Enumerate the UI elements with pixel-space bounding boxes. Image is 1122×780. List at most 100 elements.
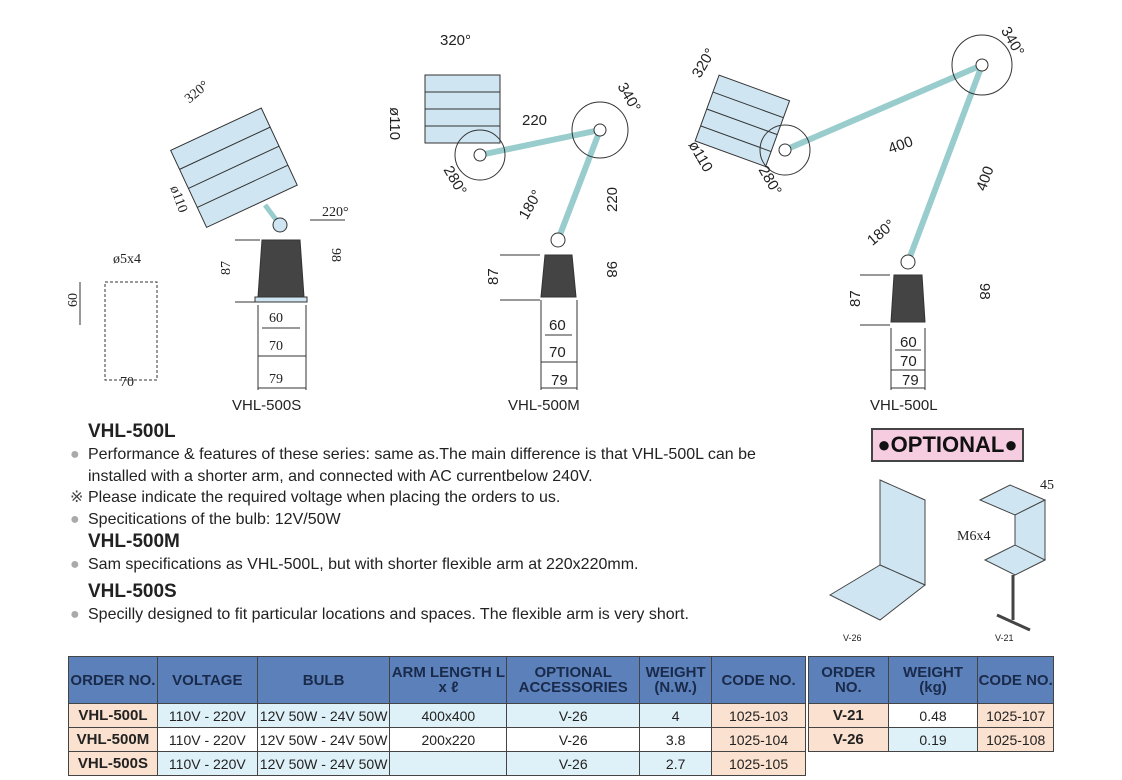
heading-vhl-500l: VHL-500L [88, 421, 176, 442]
l-width-79: 79 [902, 372, 919, 389]
cell-voltage: 110V - 220V [156, 727, 258, 752]
table-row: V-26 0.19 1025-108 [808, 727, 1054, 752]
col-weight: WEIGHT (kg) [887, 656, 979, 704]
col-optional-accessories: OPTIONAL ACCESSORIES [506, 656, 641, 704]
table-header-row: ORDER NO. WEIGHT (kg) CODE NO. [808, 656, 1054, 704]
col-order-no: ORDER NO. [68, 656, 158, 704]
v26-bracket-drawing [828, 479, 926, 621]
v21-clamp-drawing [978, 484, 1047, 632]
bullet-icon: ● [70, 446, 80, 463]
table-row: VHL-500L 110V - 220V 12V 50W - 24V 50W 4… [68, 703, 806, 728]
col-code-no: CODE NO. [711, 656, 806, 704]
cell-arm-length [389, 751, 508, 776]
m-arm2-label: 220 [604, 187, 621, 212]
note-icon: ※ [70, 489, 84, 506]
cell-order-no: V-26 [808, 727, 889, 752]
s-width-60: 60 [269, 311, 283, 326]
vhl-500s-drawing [170, 107, 345, 390]
m-rotation-label: 320° [440, 32, 471, 49]
cell-order-no: V-21 [808, 703, 889, 728]
table-row: V-21 0.48 1025-107 [808, 703, 1054, 728]
m-diameter-label: ø110 [386, 107, 403, 140]
cell-code-no: 1025-103 [711, 703, 806, 728]
cell-weight: 0.19 [887, 727, 979, 752]
l-angle-340: 340° [997, 24, 1027, 59]
l-height-98: 98 [976, 283, 993, 300]
s-height-87: 87 [219, 261, 234, 275]
heading-vhl-500s: VHL-500S [88, 580, 177, 602]
s-diameter-label: ø110 [166, 184, 189, 215]
cell-weight: 3.8 [639, 727, 713, 752]
cell-accessories: V-26 [506, 703, 641, 728]
m-arm1-label: 220 [522, 112, 547, 129]
l-rotation-label: 320° [689, 46, 719, 81]
cell-voltage: 110V - 220V [156, 703, 258, 728]
desc-paragraph: ● Specitications of the bulb: 12V/50W [70, 509, 810, 531]
vhl-500l-drawing [694, 34, 1013, 390]
desc-text: Please indicate the required voltage whe… [88, 489, 561, 506]
description: VHL-500L ● Performance & features of thes… [70, 420, 810, 625]
v26-label: V-26 [843, 633, 862, 643]
bullet-icon: ● [70, 605, 80, 623]
table-row: VHL-500M 110V - 220V 12V 50W - 24V 50W 2… [68, 727, 806, 752]
cell-weight: 0.48 [887, 703, 979, 728]
l-arm1-label: 400 [886, 133, 915, 158]
s-width-79: 79 [269, 372, 283, 387]
vhl-500m-drawing [424, 74, 629, 390]
accessory-drawings: 45 M6x4 V-26 V-21 [828, 478, 1054, 643]
bullet-icon: ● [70, 510, 80, 528]
cell-order-no: VHL-500L [68, 703, 158, 728]
cell-accessories: V-26 [506, 751, 641, 776]
table-header-row: ORDER NO. VOLTAGE BULB ARM LENGTH L x ℓ … [68, 656, 806, 704]
table-row: VHL-500S 110V - 220V 12V 50W - 24V 50W V… [68, 751, 806, 776]
col-arm-length: ARM LENGTH L x ℓ [389, 656, 508, 704]
cell-arm-length: 400x400 [389, 703, 508, 728]
desc-text: Specilly designed to fit particular loca… [88, 605, 689, 623]
desc-text: Performance & features of these series: … [88, 446, 756, 485]
m-width-79: 79 [551, 372, 568, 389]
cell-code-no: 1025-108 [977, 727, 1054, 752]
v21-dimension: 45 [1040, 478, 1054, 493]
cell-order-no: VHL-500M [68, 727, 158, 752]
cell-order-no: VHL-500S [68, 751, 158, 776]
l-arm2-label: 400 [973, 164, 998, 193]
desc-paragraph: ●Sam specifications as VHL-500L, but wit… [70, 554, 810, 576]
col-voltage: VOLTAGE [156, 656, 258, 704]
cell-arm-length: 200x220 [389, 727, 508, 752]
col-code-no: CODE NO. [977, 656, 1054, 704]
desc-paragraph: ● Performance & features of these series:… [70, 444, 810, 487]
m-height-87: 87 [485, 268, 502, 285]
m-angle-180: 180° [516, 187, 546, 222]
s-width-70: 70 [269, 339, 283, 354]
l-angle-180: 180° [864, 216, 899, 249]
lamp-drawings: 320° ø110 220° 98 87 60 70 79 VHL-500S ø… [66, 24, 1027, 414]
cell-accessories: V-26 [506, 727, 641, 752]
v21-thread-label: M6x4 [957, 529, 990, 544]
m-model-label: VHL-500M [508, 397, 580, 414]
heading-vhl-500m: VHL-500M [88, 531, 180, 552]
s-model-label: VHL-500S [232, 397, 301, 414]
l-model-label: VHL-500L [870, 397, 938, 414]
l-width-70: 70 [900, 353, 917, 370]
optional-badge: ●OPTIONAL● [871, 428, 1024, 462]
s-height-98: 98 [328, 248, 343, 262]
mounting-plate-drawing [79, 281, 158, 381]
m-height-98: 98 [603, 261, 620, 278]
cell-code-no: 1025-104 [711, 727, 806, 752]
m-width-70: 70 [549, 344, 566, 361]
s-angle-label: 220° [322, 205, 349, 220]
desc-text: Specitications of the bulb: 12V/50W [88, 510, 341, 528]
v21-label: V-21 [995, 633, 1014, 643]
m-angle-340: 340° [614, 80, 644, 115]
col-weight: WEIGHT (N.W.) [639, 656, 713, 704]
accessory-table: ORDER NO. WEIGHT (kg) CODE NO. V-21 0.48… [808, 656, 1054, 752]
m-width-60: 60 [549, 317, 566, 334]
cell-voltage: 110V - 220V [156, 751, 258, 776]
desc-text: Sam specifications as VHL-500L, but with… [88, 556, 639, 573]
cell-code-no: 1025-105 [711, 751, 806, 776]
s-rotation-label: 320° [182, 78, 212, 107]
plate-holes-label: ø5x4 [113, 252, 141, 267]
cell-bulb: 12V 50W - 24V 50W [256, 751, 391, 776]
col-bulb: BULB [256, 656, 391, 704]
